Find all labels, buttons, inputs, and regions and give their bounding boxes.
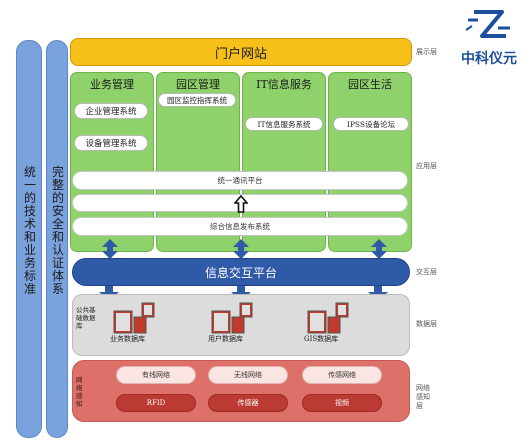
database-label: GIS数据库: [304, 335, 339, 343]
layer-label-application: 应用层: [416, 162, 437, 170]
device-pill: 视频: [302, 394, 382, 412]
network-pill: 传感网络: [302, 366, 382, 384]
data-layer-side-label: 公共基础数据库: [76, 306, 96, 330]
down-arrow-icon: [231, 286, 251, 301]
network-pill: 无线网络: [208, 366, 288, 384]
database-server-icon: [307, 302, 349, 334]
double-arrow-icon: [102, 239, 118, 259]
app-column-title: IT信息服务: [256, 78, 312, 91]
system-pill: IPSS设备论坛: [333, 117, 409, 131]
database-label: 业务数据库: [110, 335, 145, 343]
system-pill: 企业管理系统: [74, 103, 148, 119]
portal-bar: 门户网站: [70, 38, 412, 66]
network-pill: 有线网络: [116, 366, 196, 384]
up-arrow-icon: [234, 195, 248, 213]
database-label: 用户数据库: [208, 335, 243, 343]
network-layer-side-label: 网络感知: [76, 376, 83, 408]
unified-comm-bar: 统一通讯平台: [72, 171, 408, 190]
standards-bar: 统一的技术和业务标准: [16, 40, 42, 438]
security-bar-label: 完整的安全和认证体系: [51, 165, 64, 296]
down-arrow-icon: [99, 286, 119, 301]
logo: 中科仪元: [448, 6, 528, 68]
layer-label-exchange: 交互层: [416, 268, 437, 276]
security-bar: 完整的安全和认证体系: [46, 40, 68, 438]
app-column-title: 业务管理: [90, 78, 134, 91]
app-column-title: 园区管理: [176, 78, 220, 91]
device-pill: RFID: [116, 394, 196, 412]
layer-label-display: 展示层: [416, 48, 437, 56]
double-arrow-icon: [371, 239, 387, 259]
system-pill: 设备管理系统: [74, 135, 148, 151]
device-pill: 传感器: [208, 394, 288, 412]
database-server-icon: [211, 302, 253, 334]
exchange-platform-label: 信息交互平台: [204, 265, 277, 280]
system-pill: 园区监控指挥系统: [158, 93, 236, 107]
logo-text: 中科仪元: [461, 51, 517, 67]
down-arrow-icon: [368, 286, 388, 301]
double-arrow-icon: [233, 239, 249, 259]
portal-label: 门户网站: [214, 46, 267, 62]
layer-label-data: 数据层: [416, 320, 437, 328]
logo-mark-icon: [465, 10, 510, 38]
standards-bar-label: 统一的技术和业务标准: [23, 165, 36, 296]
database-server-icon: [113, 302, 155, 334]
layer-label-network: 网络感知层: [416, 384, 430, 410]
exchange-platform-bar: 信息交互平台: [72, 258, 410, 286]
info-publish-bar: 综合信息发布系统: [72, 217, 408, 236]
system-pill: IT信息服务系统: [245, 117, 323, 131]
app-column-title: 园区生活: [348, 78, 392, 91]
